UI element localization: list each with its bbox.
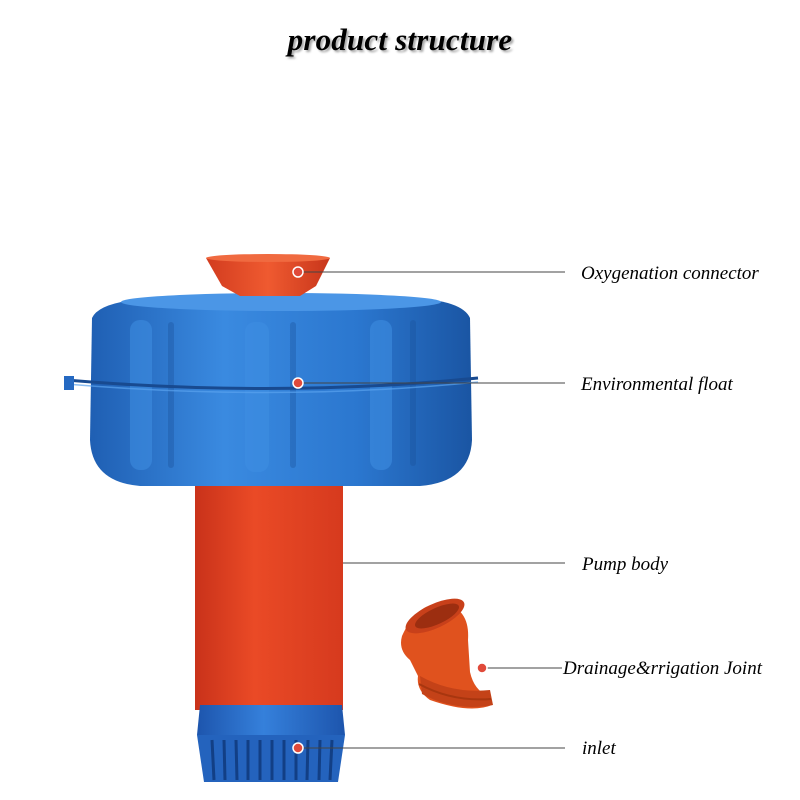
inlet-base (197, 705, 345, 782)
marker-inlet (292, 742, 304, 754)
label-inlet: inlet (582, 738, 616, 759)
page-title: product structure (287, 22, 513, 57)
label-environmental-float: Environmental float (581, 374, 733, 395)
environmental-float (64, 293, 479, 486)
callout-lines (298, 271, 565, 749)
oxygenation-connector (206, 254, 330, 296)
label-drainage-irrigation-joint: Drainage&rrigation Joint (563, 658, 762, 679)
drainage-irrigation-joint (401, 598, 493, 709)
marker-oxygenation (292, 266, 304, 278)
marker-dots (292, 266, 488, 754)
marker-joint (476, 662, 488, 674)
label-pump-body: Pump body (582, 554, 669, 575)
label-oxygenation-connector: Oxygenation connector (581, 263, 759, 284)
pump-body (195, 470, 343, 710)
marker-float (292, 377, 304, 389)
